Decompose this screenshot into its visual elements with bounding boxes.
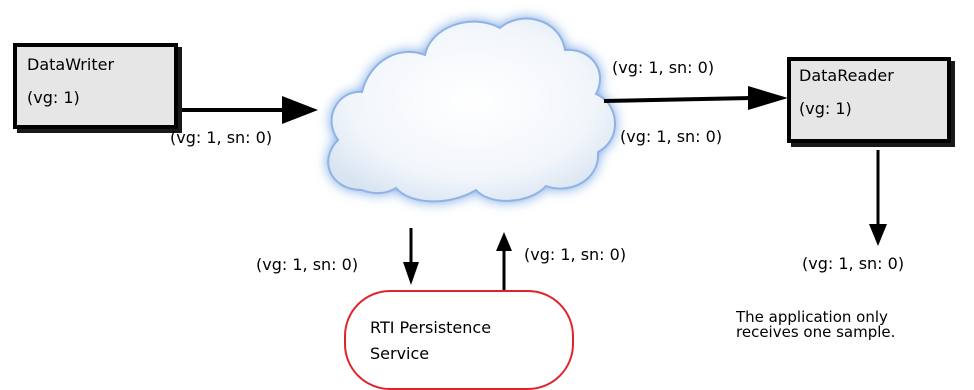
label-persistence-to-cloud: (vg: 1, sn: 0)	[524, 245, 627, 264]
label-writer-to-cloud: (vg: 1, sn: 0)	[170, 128, 273, 147]
persistence-service-node: RTI Persistence Service	[344, 290, 574, 390]
note-line1: The application only	[736, 308, 888, 326]
persistence-line1: RTI Persistence	[370, 318, 492, 337]
arrow-cloud-to-reader	[603, 86, 788, 110]
label-reader-to-app: (vg: 1, sn: 0)	[802, 254, 905, 273]
arrow-writer-to-cloud	[178, 96, 318, 124]
arrow-cloud-to-persistence	[403, 228, 419, 285]
label-cloud-to-persistence: (vg: 1, sn: 0)	[256, 255, 359, 274]
note-line2: receives one sample.	[736, 323, 896, 341]
label-cloud-to-reader-top: (vg: 1, sn: 0)	[612, 58, 715, 77]
datawriter-vg: (vg: 1)	[27, 88, 80, 107]
arrow-reader-to-app	[869, 150, 887, 246]
datawriter-node: DataWriter (vg: 1)	[13, 43, 178, 129]
network-cloud	[327, 17, 616, 203]
datareader-vg: (vg: 1)	[799, 99, 852, 118]
arrow-persistence-to-cloud	[496, 232, 512, 290]
datawriter-title: DataWriter	[27, 55, 115, 74]
persistence-line2: Service	[370, 344, 430, 363]
datareader-title: DataReader	[799, 66, 894, 85]
application-note: The application only receives one sample…	[736, 310, 895, 340]
label-cloud-to-reader-bottom: (vg: 1, sn: 0)	[620, 127, 723, 146]
datareader-node: DataReader (vg: 1)	[787, 57, 951, 143]
